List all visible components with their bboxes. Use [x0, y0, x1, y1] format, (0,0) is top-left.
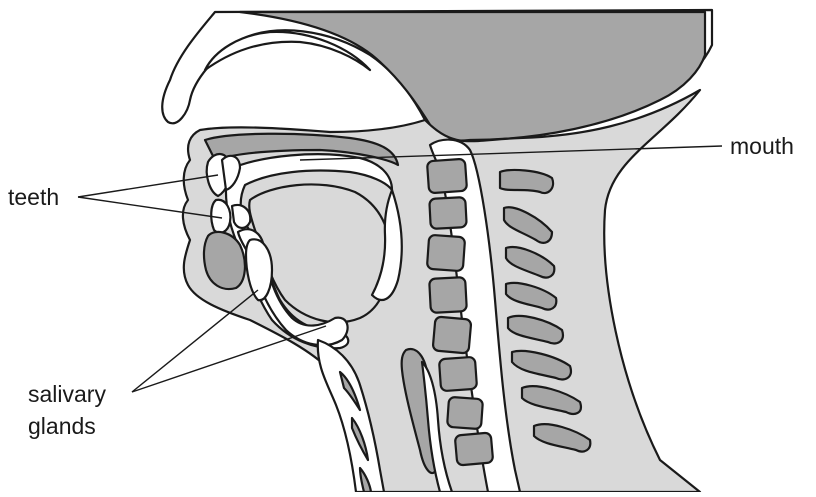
vertebra-body [427, 235, 465, 271]
salivary-pointer-upper [132, 290, 258, 392]
vertebra-body [433, 316, 472, 353]
vertebra-body [455, 432, 493, 465]
label-salivary: salivary [28, 381, 106, 407]
vertebra-body [447, 397, 483, 429]
vertebra-body [429, 197, 467, 229]
vertebra-body [427, 159, 467, 194]
salivary-pointer-lower [132, 326, 326, 392]
vertebra-body [439, 357, 477, 391]
label-teeth: teeth [8, 184, 59, 210]
label-glands: glands [28, 413, 96, 439]
vertebra-body [429, 277, 467, 313]
label-mouth: mouth [730, 133, 794, 159]
lower-tooth-2 [232, 205, 250, 228]
spinous-process [500, 170, 553, 193]
